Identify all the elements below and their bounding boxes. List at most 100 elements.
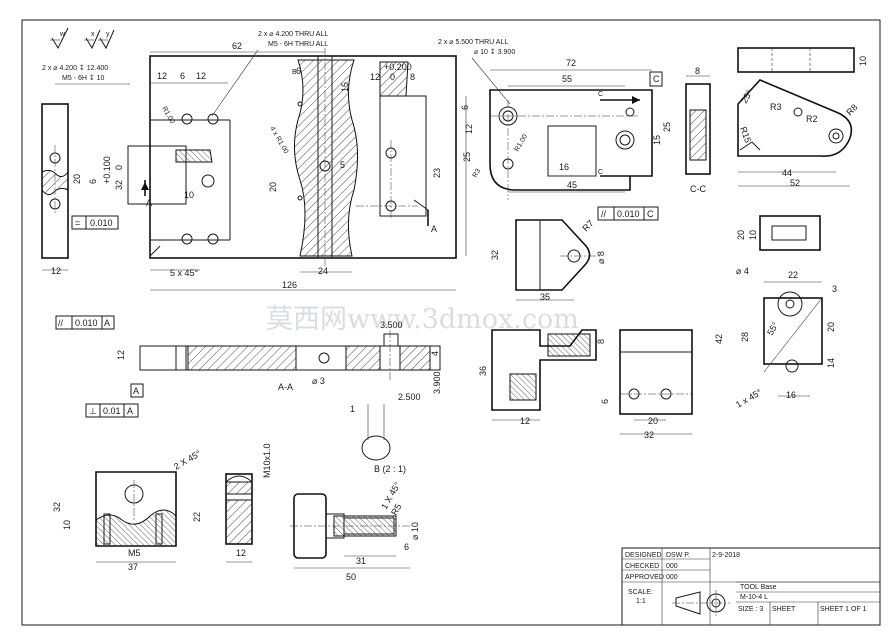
svg-text:SHEET: SHEET xyxy=(772,606,796,613)
svg-text:SHEET 1 OF 1: SHEET 1 OF 1 xyxy=(820,606,867,613)
rotated-plate-view: ⌀ 4 22 3 42 28 20 14 55° 16 1 x 45° xyxy=(714,266,837,410)
svg-text:2.500: 2.500 xyxy=(398,392,421,402)
svg-text:12: 12 xyxy=(520,416,530,426)
main-front-view: A A 62 12 6 12 2 x ⌀ 4.200 THRU ALL M5 -… xyxy=(127,31,472,291)
tolerance-frame-1: = 0.010 xyxy=(71,215,119,230)
svg-text:2-9-2018: 2-9-2018 xyxy=(712,552,740,559)
svg-text:5: 5 xyxy=(340,160,345,170)
svg-text:15: 15 xyxy=(652,135,662,145)
bracket-end-view: 20 32 6 xyxy=(600,329,693,440)
svg-text:2 x ⌀ 4.200 ↧ 12.400: 2 x ⌀ 4.200 ↧ 12.400 xyxy=(42,64,108,72)
svg-text:2 X 45°: 2 X 45° xyxy=(172,448,203,472)
svg-text:20: 20 xyxy=(826,322,836,332)
svg-text:5 x 45°: 5 x 45° xyxy=(170,268,199,278)
svg-text:25°: 25° xyxy=(739,88,755,105)
svg-text:B (2 : 1): B (2 : 1) xyxy=(374,464,406,474)
bracket-side-view: 36 12 8 xyxy=(478,329,606,426)
svg-text:APPROVED: APPROVED xyxy=(625,574,664,581)
svg-text:C: C xyxy=(647,209,654,219)
svg-text:M10x1.0: M10x1.0 xyxy=(262,443,272,478)
svg-text:23: 23 xyxy=(432,168,442,178)
svg-text:SCALE:: SCALE: xyxy=(628,589,653,596)
knurled-pin-view: 31 50 6 ⌀ 10 1 X 45° R5 xyxy=(290,480,420,582)
svg-text:A: A xyxy=(133,386,139,396)
tolerance-frame-3: // 0.010 C xyxy=(597,206,659,221)
svg-text:16: 16 xyxy=(559,162,569,172)
svg-text:32: 32 xyxy=(52,502,62,512)
svg-text:50: 50 xyxy=(346,572,356,582)
svg-text:3.900: 3.900 xyxy=(432,371,442,394)
svg-text:55°: 55° xyxy=(765,320,781,337)
svg-text:20: 20 xyxy=(648,416,658,426)
svg-text:000: 000 xyxy=(666,574,678,581)
svg-text:32: 32 xyxy=(114,180,124,190)
svg-text:62: 62 xyxy=(232,41,242,51)
svg-text:32: 32 xyxy=(490,250,500,260)
tolerance-frame-2: // 0.010 A xyxy=(55,315,115,330)
svg-text:0.010: 0.010 xyxy=(90,218,113,228)
svg-text:SIZE : 3: SIZE : 3 xyxy=(738,606,763,613)
svg-text:0: 0 xyxy=(390,72,395,82)
svg-text:R3: R3 xyxy=(472,168,483,179)
svg-text:15: 15 xyxy=(340,82,350,92)
svg-text:TOOL Base: TOOL Base xyxy=(740,584,777,591)
svg-text:8: 8 xyxy=(695,66,700,76)
svg-text:10: 10 xyxy=(748,230,758,240)
svg-text:⌀ 8: ⌀ 8 xyxy=(596,251,606,264)
svg-text:3.500: 3.500 xyxy=(380,320,403,330)
svg-text:36: 36 xyxy=(478,366,488,376)
svg-text:0.010: 0.010 xyxy=(75,318,98,328)
svg-text:⊥: ⊥ xyxy=(89,406,97,416)
svg-text:6: 6 xyxy=(460,105,470,110)
svg-text:20: 20 xyxy=(736,230,746,240)
svg-text:14: 14 xyxy=(826,358,836,368)
svg-text:1:1: 1:1 xyxy=(636,598,646,605)
svg-text:6: 6 xyxy=(180,71,185,81)
svg-text:DESIGNED: DESIGNED xyxy=(625,552,662,559)
svg-text:w: w xyxy=(59,31,66,38)
svg-text:12: 12 xyxy=(464,124,474,134)
svg-text:R5: R5 xyxy=(389,502,403,517)
svg-text:R1.00: R1.00 xyxy=(514,133,529,153)
svg-text:8: 8 xyxy=(596,339,606,344)
left-side-view: 12 2 x ⌀ 4.200 ↧ 12.400 M5 - 6H ↧ 10 20 … xyxy=(41,64,130,276)
svg-text:M5 - 6H THRU ALL: M5 - 6H THRU ALL xyxy=(268,41,328,48)
svg-text:3: 3 xyxy=(832,284,837,294)
small-block-view: 20 10 xyxy=(736,215,821,251)
svg-text:4: 4 xyxy=(430,351,440,356)
svg-text:⌀ 3: ⌀ 3 xyxy=(312,376,325,386)
svg-text:⌀ 4: ⌀ 4 xyxy=(736,266,749,276)
bar-view: 10 xyxy=(737,47,868,73)
svg-text:6: 6 xyxy=(296,66,301,76)
svg-text:35: 35 xyxy=(540,292,550,302)
svg-text:44: 44 xyxy=(782,168,792,178)
svg-text:1 x 45°: 1 x 45° xyxy=(734,387,764,410)
section-c-c: 8 C-C xyxy=(685,66,711,194)
svg-text:6: 6 xyxy=(404,542,409,552)
svg-text:42: 42 xyxy=(714,334,724,344)
clamp-arm-view: 32 35 R7 ⌀ 8 xyxy=(490,218,606,302)
svg-text:M5: M5 xyxy=(128,548,141,558)
svg-text:10: 10 xyxy=(184,190,194,200)
svg-text:25: 25 xyxy=(462,152,472,162)
svg-text:A: A xyxy=(146,198,152,208)
svg-text:45: 45 xyxy=(567,180,577,190)
svg-text://: // xyxy=(601,209,607,219)
svg-text:A: A xyxy=(431,224,437,234)
svg-text://: // xyxy=(58,318,64,328)
svg-text:R7: R7 xyxy=(580,218,595,233)
svg-text:16: 16 xyxy=(786,390,796,400)
section-a-a: A-A ⌀ 3 3.500 12 4 3.900 A xyxy=(116,320,442,398)
surface-finish-symbols: w x y xyxy=(50,27,115,50)
svg-text:20: 20 xyxy=(72,174,82,184)
svg-text:22: 22 xyxy=(192,512,202,522)
svg-text:2 x ⌀ 4.200 THRU ALL: 2 x ⌀ 4.200 THRU ALL xyxy=(258,31,328,38)
svg-text:+0.100: +0.100 xyxy=(102,156,112,184)
svg-text:32: 32 xyxy=(644,430,654,440)
svg-text:C: C xyxy=(653,74,660,84)
svg-text:12: 12 xyxy=(157,71,167,81)
svg-text:10: 10 xyxy=(62,520,72,530)
svg-text:+0.200: +0.200 xyxy=(384,62,412,72)
svg-text:0: 0 xyxy=(114,165,124,170)
